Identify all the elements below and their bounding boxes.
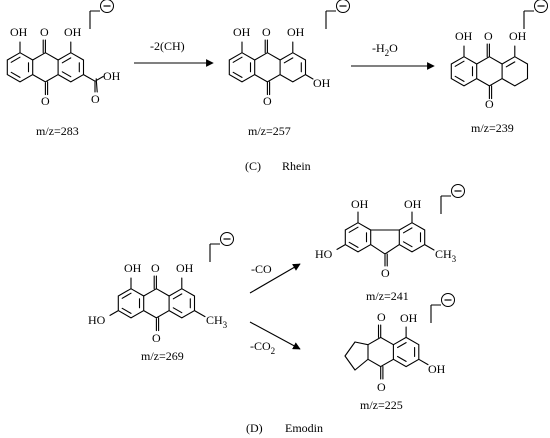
caption-d-name: Emodin bbox=[285, 421, 323, 435]
rhein-257-oh-right: OH bbox=[287, 25, 305, 39]
emodin-molecule-241: OH OH HO O CH3 bbox=[315, 197, 457, 280]
rhein-mz-283: m/z=283 bbox=[36, 124, 79, 138]
emodin-269-o-bottom: O bbox=[152, 331, 161, 345]
emodin-241-methyl-ch: CH bbox=[435, 247, 452, 261]
rhein-239-oh-right: OH bbox=[509, 29, 527, 43]
emodin-269-methyl-3: 3 bbox=[223, 320, 228, 330]
anion-bracket-257 bbox=[325, 0, 351, 30]
arrow-label-co2-main: -CO bbox=[250, 339, 271, 353]
rhein-283-oh-acid: OH bbox=[103, 69, 121, 83]
rhein-283-o-top: O bbox=[40, 25, 49, 39]
caption-c-name: Rhein bbox=[282, 159, 311, 173]
arrow-loss-co bbox=[249, 263, 301, 294]
emodin-mz-225: m/z=225 bbox=[360, 398, 403, 412]
rhein-mz-257: m/z=257 bbox=[248, 124, 291, 138]
arrow-label-h2o-sub: 2 bbox=[385, 48, 390, 58]
emodin-241-o-bottom: O bbox=[381, 266, 390, 280]
rhein-molecule-283: OH O OH OH O O bbox=[6, 25, 121, 108]
arrow-label-co2: -CO2 bbox=[250, 339, 275, 356]
rhein-283-o-acid: O bbox=[91, 92, 100, 106]
rhein-mz-239: m/z=239 bbox=[471, 121, 514, 135]
emodin-241-oh-right: OH bbox=[404, 197, 422, 211]
emodin-269-oh-left: OH bbox=[124, 261, 142, 275]
emodin-269-ho: HO bbox=[88, 313, 106, 327]
rhein-257-oh-ring: OH bbox=[313, 76, 331, 90]
emodin-molecule-225: O OH OH O bbox=[344, 310, 446, 394]
emodin-269-oh-right: OH bbox=[176, 261, 194, 275]
emodin-241-ho: HO bbox=[315, 247, 333, 261]
arrow-label-co: -CO bbox=[251, 262, 272, 276]
caption-c-letter: (C) bbox=[245, 159, 261, 173]
emodin-mz-269: m/z=269 bbox=[141, 349, 184, 363]
arrow-label-h2o: -H2O bbox=[372, 41, 398, 58]
arrow-label-h2o-main: -H bbox=[372, 41, 385, 55]
anion-bracket-283 bbox=[89, 0, 115, 30]
anion-bracket-269 bbox=[209, 231, 235, 263]
rhein-283-oh-right: OH bbox=[64, 25, 82, 39]
arrow-label-2ch: -2(CH) bbox=[150, 39, 185, 53]
emodin-241-methyl-3: 3 bbox=[452, 254, 457, 264]
arrow-label-h2o-tail: O bbox=[389, 41, 398, 55]
rhein-molecule-239: OH O OH O bbox=[450, 29, 529, 111]
emodin-269-methyl-ch: CH bbox=[206, 313, 223, 327]
emodin-225-o-top: O bbox=[377, 310, 386, 324]
emodin-mz-241: m/z=241 bbox=[366, 289, 409, 303]
rhein-257-o-top: O bbox=[262, 25, 271, 39]
rhein-molecule-257: OH O OH OH O bbox=[228, 25, 331, 108]
anion-bracket-241 bbox=[440, 183, 466, 215]
emodin-241-oh-left: OH bbox=[351, 197, 369, 211]
emodin-269-o-top: O bbox=[151, 261, 160, 275]
arrow-loss-co2 bbox=[249, 321, 301, 350]
emodin-241-methyl: CH3 bbox=[435, 247, 457, 264]
rhein-257-oh-left: OH bbox=[233, 25, 251, 39]
caption-d-letter: (D) bbox=[246, 421, 263, 435]
emodin-225-o-bottom: O bbox=[377, 380, 386, 394]
rhein-257-o-bottom: O bbox=[263, 94, 272, 108]
emodin-225-oh-top: OH bbox=[400, 311, 418, 325]
arrow-label-co2-sub: 2 bbox=[271, 346, 276, 356]
rhein-239-o-top: O bbox=[484, 29, 493, 43]
rhein-283-o-bottom: O bbox=[41, 94, 50, 108]
rhein-239-o-bottom: O bbox=[485, 97, 494, 111]
rhein-283-oh-left: OH bbox=[10, 25, 28, 39]
rhein-239-oh-left: OH bbox=[455, 29, 473, 43]
anion-bracket-239 bbox=[523, 0, 549, 30]
emodin-269-methyl: CH3 bbox=[206, 313, 228, 330]
emodin-225-oh-right: OH bbox=[428, 362, 446, 376]
emodin-molecule-269: OH O OH HO O CH3 bbox=[88, 261, 228, 345]
anion-bracket-225 bbox=[430, 292, 456, 324]
